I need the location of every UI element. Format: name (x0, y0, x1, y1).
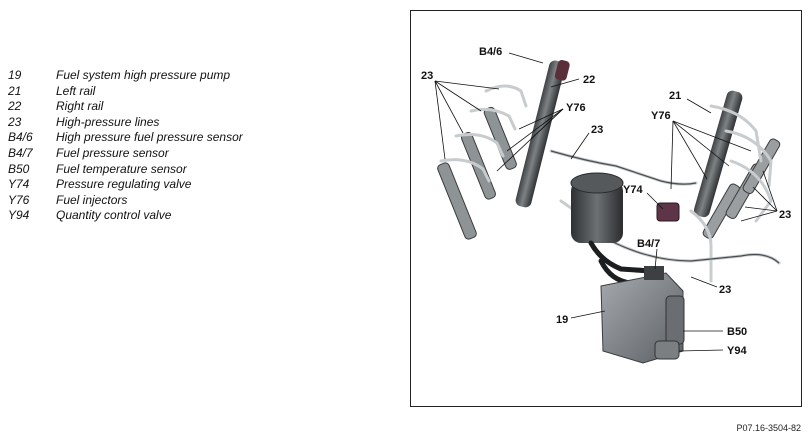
right-rail-part (515, 60, 570, 208)
legend-code: Y94 (8, 208, 30, 223)
high-pressure-lines-dark (550, 150, 780, 264)
callout-23-mid: 23 (591, 124, 603, 136)
legend-desc: Right rail (56, 99, 104, 114)
legend-row: B4/6 High pressure fuel pressure sensor (8, 130, 243, 146)
legend-row: Y94 Quantity control valve (8, 208, 243, 224)
injectors-left (437, 106, 517, 240)
callout-b50: B50 (727, 326, 747, 338)
callout-22: 22 (583, 74, 595, 86)
callout-b4-6: B4/6 (479, 46, 502, 58)
callout-23-left: 23 (421, 70, 433, 82)
callout-b4-7: B4/7 (637, 238, 660, 250)
legend-row: Y74 Pressure regulating valve (8, 177, 243, 193)
legend-code: 22 (8, 99, 22, 114)
legend-row: 19 Fuel system high pressure pump (8, 68, 243, 84)
legend-desc: Fuel pressure sensor (56, 145, 169, 160)
legend-desc: Fuel temperature sensor (56, 161, 187, 176)
callout-y76-left: Y76 (566, 102, 586, 114)
legend-desc: Fuel system high pressure pump (56, 68, 231, 82)
legend-row: 22 Right rail (8, 99, 243, 115)
legend-desc: Pressure regulating valve (56, 177, 192, 192)
injectors-right (702, 138, 781, 240)
legend-code: Y74 (8, 177, 30, 192)
legend-desc: High-pressure lines (56, 114, 160, 129)
legend-code: 19 (8, 68, 22, 82)
legend-code: B4/6 (8, 130, 33, 145)
callout-23-right: 23 (779, 209, 791, 221)
left-rail-part (693, 90, 743, 218)
legend-desc: Fuel injectors (56, 192, 128, 207)
callout-y76-right: Y76 (651, 110, 671, 122)
fuel-system-drawing: B4/6 22 23 Y76 23 21 Y76 Y74 23 B4/7 23 … (421, 46, 791, 364)
callout-23-bottom: 23 (719, 284, 731, 296)
legend-desc: Quantity control valve (56, 208, 172, 223)
figure-reference: P07.16-3504-82 (736, 423, 801, 433)
legend-row: Y76 Fuel injectors (8, 193, 243, 209)
pressure-regulating-valve-part (656, 202, 680, 222)
fuel-filter-cylinder (570, 172, 624, 243)
legend: 19 Fuel system high pressure pump 21 Left … (8, 68, 243, 224)
callout-21: 21 (669, 90, 681, 102)
leader-lines (434, 52, 778, 352)
legend-code: B4/7 (8, 145, 33, 160)
legend-code: 21 (8, 83, 22, 98)
legend-code: 23 (8, 114, 22, 129)
legend-row: 21 Left rail (8, 84, 243, 100)
legend-row: 23 High-pressure lines (8, 115, 243, 131)
legend-row: B4/7 Fuel pressure sensor (8, 146, 243, 162)
legend-code: B50 (8, 161, 30, 176)
callout-19: 19 (556, 314, 568, 326)
fuel-system-illustration: B4/6 22 23 Y76 23 21 Y76 Y74 23 B4/7 23 … (410, 10, 802, 407)
legend-desc: High pressure fuel pressure sensor (56, 130, 243, 145)
callout-y74: Y74 (623, 184, 643, 196)
callout-y94: Y94 (727, 345, 747, 357)
legend-desc: Left rail (56, 83, 96, 98)
legend-row: B50 Fuel temperature sensor (8, 162, 243, 178)
high-pressure-pump-part (600, 266, 685, 364)
legend-code: Y76 (8, 192, 30, 207)
